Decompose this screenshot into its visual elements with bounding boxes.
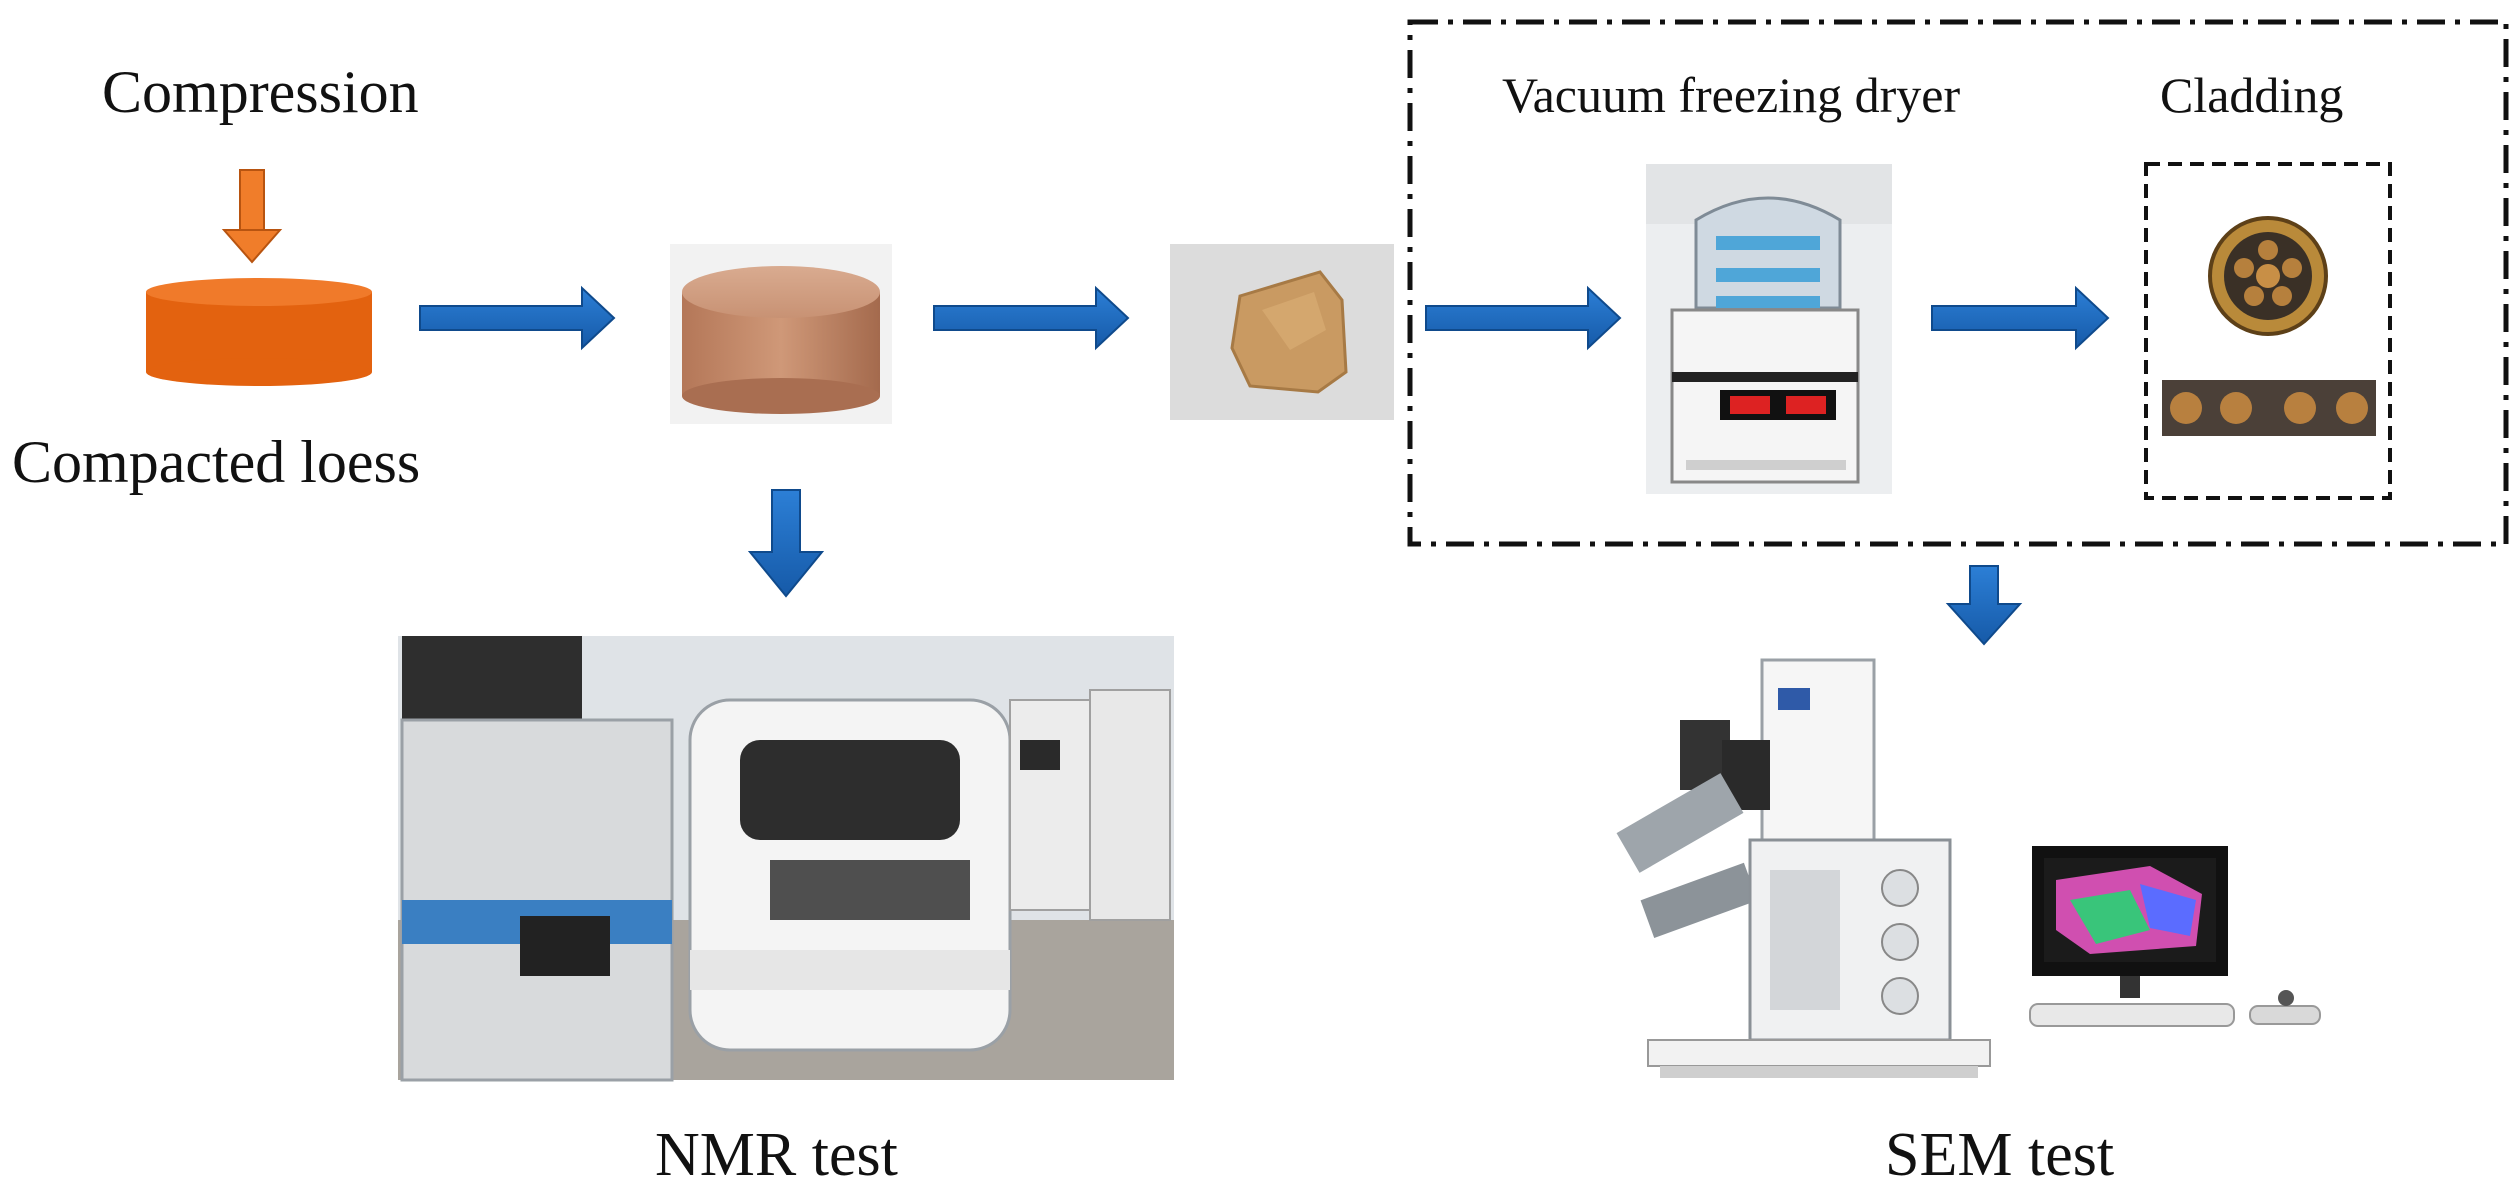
vacuum-dryer-label: Vacuum freezing dryer — [1502, 67, 1961, 123]
process-group-frame — [1407, 19, 2509, 547]
down-arrow-icon — [747, 489, 825, 598]
cladding-holder-photo — [2162, 216, 2376, 436]
compression-label: Compression — [102, 59, 419, 125]
nmr-test-label: NMR test — [655, 1121, 898, 1189]
sem-equipment-photo — [1616, 658, 2321, 1078]
nmr-equipment-photo — [398, 636, 1174, 1082]
right-arrow-icon — [933, 285, 1130, 351]
right-arrow-icon — [1425, 285, 1622, 351]
compacted-loess-label: Compacted loess — [12, 429, 421, 495]
down-arrow-icon — [1945, 565, 2023, 646]
compression-arrow-icon — [221, 169, 283, 264]
sem-test-label: SEM test — [1885, 1121, 2115, 1189]
cladding-frame — [2144, 162, 2392, 500]
loess-sample-photo — [670, 244, 892, 424]
compacted-loess-specimen — [146, 278, 372, 386]
vacuum-dryer-photo — [1646, 164, 1892, 494]
cladding-label: Cladding — [2160, 67, 2344, 123]
soil-fragment-photo — [1170, 244, 1394, 420]
right-arrow-icon — [1931, 285, 2110, 351]
right-arrow-icon — [419, 285, 616, 351]
